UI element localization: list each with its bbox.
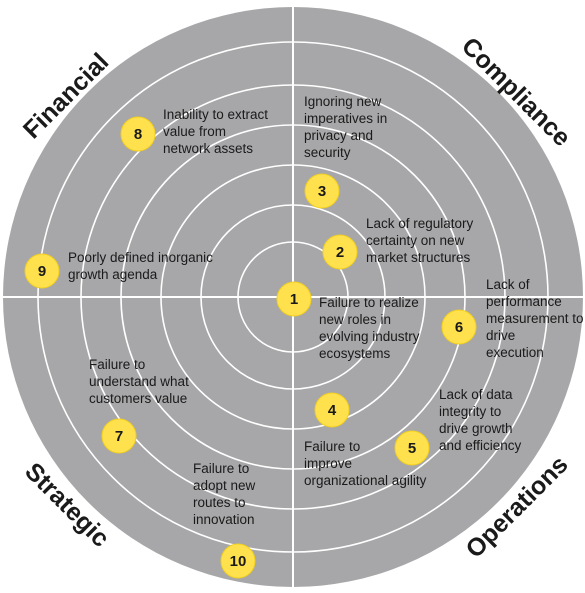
risk-text-line: ecosystems bbox=[319, 346, 391, 361]
risk-text-line: innovation bbox=[193, 512, 255, 527]
risk-item-10: 10 Failure to adopt new routes to innovation bbox=[193, 461, 256, 579]
risk-text-line: understand what bbox=[89, 374, 189, 389]
risk-item-8: 8 Inability to extract value from network a… bbox=[120, 107, 268, 156]
risk-marker-1 bbox=[276, 281, 312, 317]
risk-text-line: Failure to bbox=[193, 461, 249, 476]
risk-rank-2: 2 bbox=[336, 244, 344, 261]
risk-item-7: 7 Failure to understand what customers valu… bbox=[89, 357, 189, 454]
risk-text-line: growth agenda bbox=[68, 267, 158, 282]
risk-item-2: 2 Lack of regulatory certainty on new marke… bbox=[322, 216, 474, 270]
risk-text-line: Failure to realize bbox=[319, 295, 419, 310]
risk-text-line: new roles in bbox=[319, 312, 391, 327]
risk-marker-5 bbox=[394, 430, 430, 466]
risk-item-1: 1 Failure to realize new roles in evolving … bbox=[276, 281, 420, 361]
risk-marker-2 bbox=[322, 234, 358, 270]
risk-rank-5: 5 bbox=[408, 440, 416, 457]
risk-rank-10: 10 bbox=[230, 553, 247, 570]
risk-text-line: Lack of bbox=[486, 277, 530, 292]
risk-text-line: and efficiency bbox=[439, 438, 522, 453]
risk-text-line: Ignoring new bbox=[304, 94, 382, 109]
risk-text-line: Failure to bbox=[304, 439, 360, 454]
risk-rank-4: 4 bbox=[328, 402, 337, 419]
risk-text-line: measurement to bbox=[486, 311, 584, 326]
risk-marker-6 bbox=[441, 309, 477, 345]
risk-text-line: market structures bbox=[366, 250, 471, 265]
risk-text-line: customers value bbox=[89, 391, 187, 406]
risk-text-line: Failure to bbox=[89, 357, 145, 372]
risk-text-line: imperatives in bbox=[304, 111, 387, 126]
risk-text-line: privacy and bbox=[304, 128, 373, 143]
risk-text-line: certainty on new bbox=[366, 233, 465, 248]
risk-text-line: routes to bbox=[193, 495, 246, 510]
risk-text-line: organizational agility bbox=[304, 473, 427, 488]
risk-rank-8: 8 bbox=[134, 126, 142, 143]
risk-rank-1: 1 bbox=[290, 291, 298, 308]
risk-text-line: integrity to bbox=[439, 404, 501, 419]
risk-text-line: drive bbox=[486, 328, 515, 343]
risk-rank-9: 9 bbox=[38, 263, 46, 280]
risk-item-9: 9 Poorly defined inorganic growth agenda bbox=[24, 250, 213, 289]
risk-item-5: 5 Lack of data integrity to drive growth and… bbox=[394, 387, 522, 466]
risk-text-line: value from bbox=[163, 124, 226, 139]
risk-text-line: execution bbox=[486, 345, 544, 360]
risk-marker-10 bbox=[220, 543, 256, 579]
risk-items: 1 Failure to realize new roles in evolving … bbox=[24, 94, 584, 579]
risk-text-line: Poorly defined inorganic bbox=[68, 250, 213, 265]
risk-marker-7 bbox=[101, 418, 137, 454]
risk-text-line: network assets bbox=[163, 141, 253, 156]
risk-text-line: improve bbox=[304, 456, 352, 471]
risk-item-3: 3 Ignoring new imperatives in privacy and se… bbox=[304, 94, 387, 209]
risk-text-line: adopt new bbox=[193, 478, 256, 493]
risk-rank-7: 7 bbox=[115, 428, 123, 445]
risk-marker-9 bbox=[24, 253, 60, 289]
risk-text-line: drive growth bbox=[439, 421, 513, 436]
risk-text-line: security bbox=[304, 145, 351, 160]
risk-text-line: Lack of data bbox=[439, 387, 513, 402]
risk-text-line: Lack of regulatory bbox=[366, 216, 474, 231]
risk-text-line: Inability to extract bbox=[163, 107, 268, 122]
risk-marker-8 bbox=[120, 116, 156, 152]
risk-item-6: 6 Lack of performance measurement to drive ex… bbox=[441, 277, 584, 360]
risk-marker-4 bbox=[314, 392, 350, 428]
risk-text-line: performance bbox=[486, 294, 562, 309]
risk-text-line: evolving industry bbox=[319, 329, 420, 344]
risk-rank-3: 3 bbox=[318, 183, 326, 200]
risk-rank-6: 6 bbox=[455, 319, 463, 336]
risk-marker-3 bbox=[304, 173, 340, 209]
